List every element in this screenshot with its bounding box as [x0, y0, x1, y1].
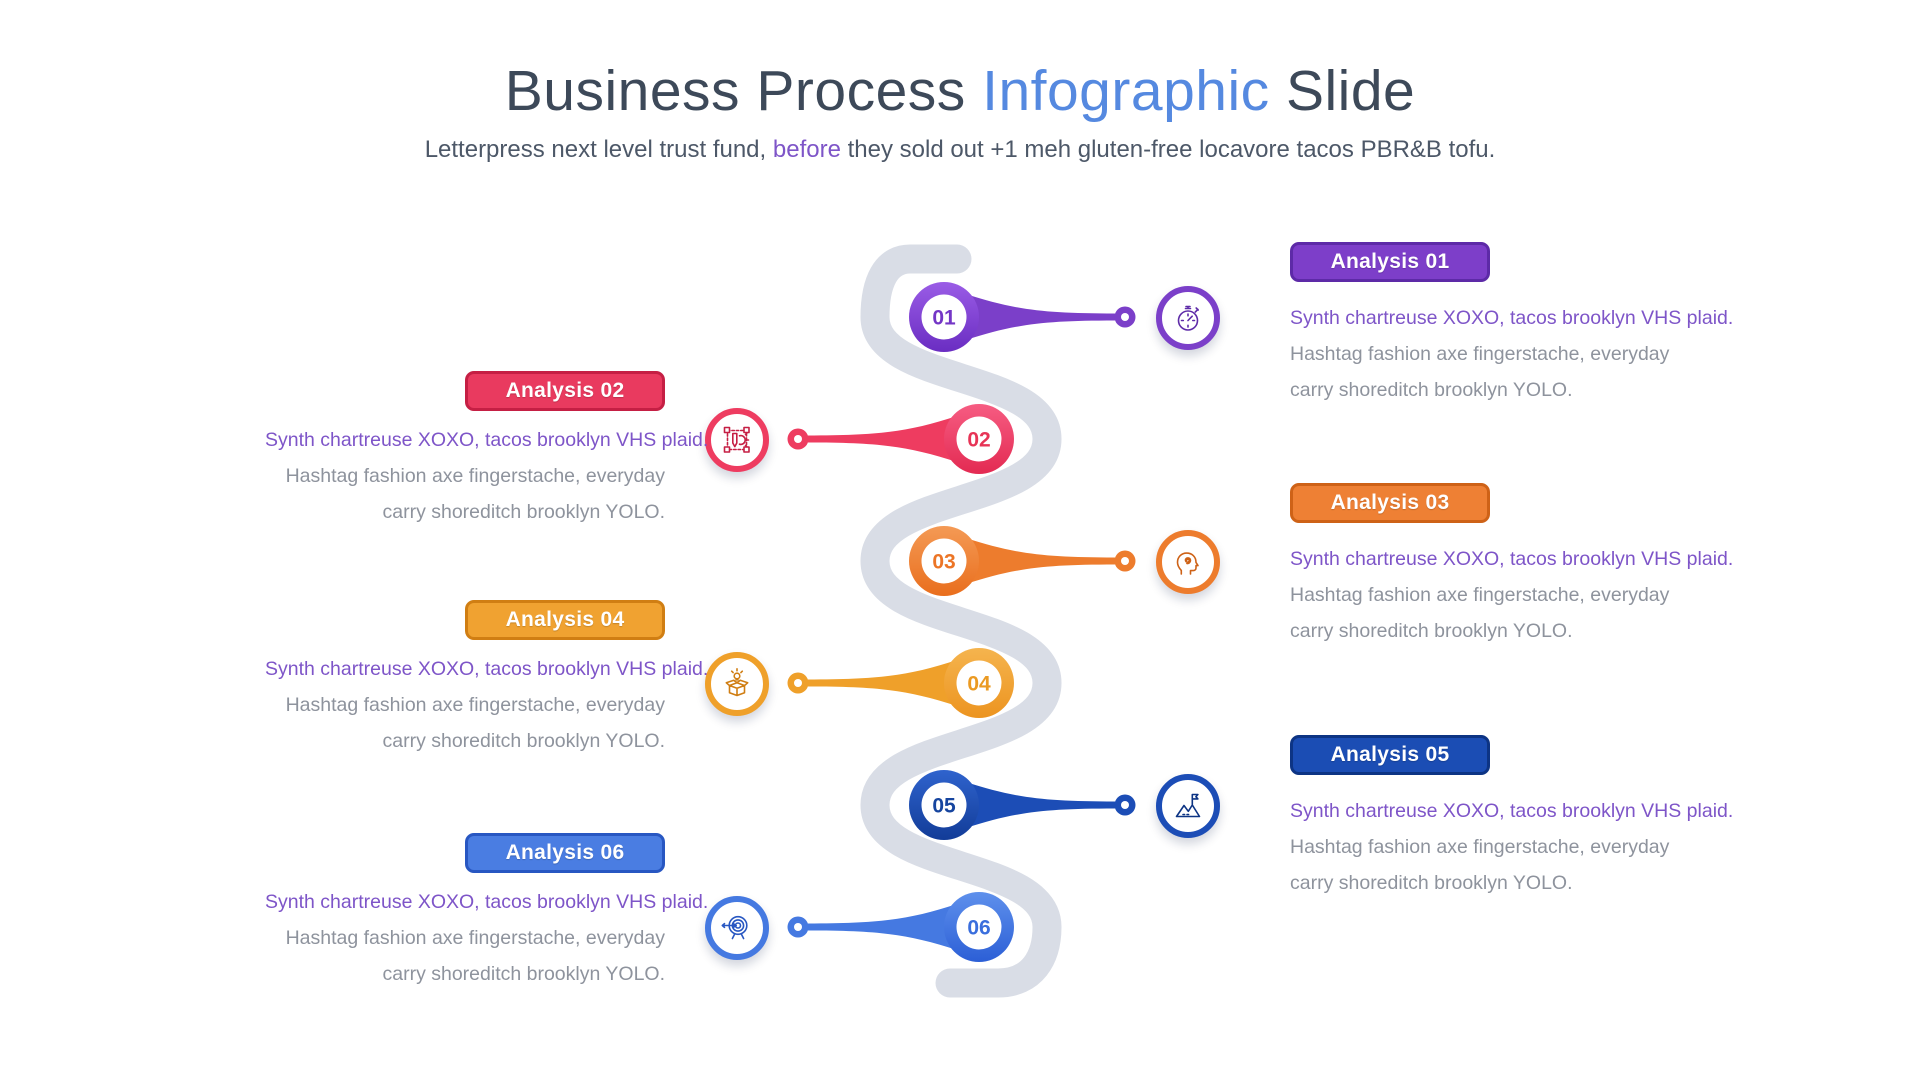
body-line: carry shoreditch brooklyn YOLO.: [382, 730, 665, 752]
title-part1: Business Process: [504, 59, 983, 123]
target-icon: [705, 896, 769, 960]
analysis-badge-01: Analysis 01: [1290, 242, 1490, 282]
title-highlight: Infographic: [982, 59, 1270, 123]
node-number: 06: [967, 917, 990, 940]
analysis-badge-05: Analysis 05: [1290, 735, 1490, 775]
body-line: Hashtag fashion axe fingerstache, everyd…: [285, 694, 665, 716]
idea-box-icon: [705, 652, 769, 716]
node-number: 05: [932, 795, 956, 818]
body-line: Hashtag fashion axe fingerstache, everyd…: [1290, 343, 1670, 365]
slide-header: Business Process Infographic Slide Lette…: [0, 58, 1920, 164]
analysis-badge-04: Analysis 04: [465, 600, 665, 640]
item-description-02: Synth chartreuse XOXO, tacos brooklyn VH…: [265, 422, 709, 530]
title-part2: Slide: [1269, 59, 1416, 123]
body-line: Hashtag fashion axe fingerstache, everyd…: [285, 465, 665, 487]
body-line: Hashtag fashion axe fingerstache, everyd…: [1290, 836, 1670, 858]
lead-text: Synth chartreuse XOXO, tacos brooklyn VH…: [1290, 548, 1734, 570]
subtitle-part2: they sold out +1 meh gluten-free locavor…: [840, 136, 1496, 163]
vector-design-icon: [705, 408, 769, 472]
timeline-node-04: 04: [787, 648, 1014, 718]
timeline-node-03: 03: [909, 526, 1136, 596]
body-line: carry shoreditch brooklyn YOLO.: [382, 963, 665, 985]
timeline-node-06: 06: [787, 892, 1014, 962]
body-line: Hashtag fashion axe fingerstache, everyd…: [285, 927, 665, 949]
lead-text: Synth chartreuse XOXO, tacos brooklyn VH…: [265, 891, 709, 913]
creative-mind-icon: [1156, 530, 1220, 594]
lead-text: Synth chartreuse XOXO, tacos brooklyn VH…: [265, 658, 709, 680]
timeline-node-02: 02: [787, 404, 1014, 474]
node-number: 03: [932, 551, 955, 574]
lead-text: Synth chartreuse XOXO, tacos brooklyn VH…: [265, 429, 709, 451]
item-description-06: Synth chartreuse XOXO, tacos brooklyn VH…: [265, 884, 709, 992]
item-description-03: Synth chartreuse XOXO, tacos brooklyn VH…: [1290, 541, 1734, 649]
slide-subtitle: Letterpress next level trust fund, befor…: [0, 136, 1920, 164]
node-number: 02: [967, 429, 990, 452]
page-title: Business Process Infographic Slide: [0, 58, 1920, 124]
lead-text: Synth chartreuse XOXO, tacos brooklyn VH…: [1290, 800, 1734, 822]
mountain-flag-icon: [1156, 774, 1220, 838]
lead-text: Synth chartreuse XOXO, tacos brooklyn VH…: [1290, 307, 1734, 329]
subtitle-highlight: before: [772, 136, 841, 163]
body-line: carry shoreditch brooklyn YOLO.: [1290, 379, 1573, 401]
node-number: 01: [932, 307, 956, 330]
analysis-badge-03: Analysis 03: [1290, 483, 1490, 523]
item-description-04: Synth chartreuse XOXO, tacos brooklyn VH…: [265, 651, 709, 759]
analysis-badge-02: Analysis 02: [465, 371, 665, 411]
analysis-badge-06: Analysis 06: [465, 833, 665, 873]
node-number: 04: [967, 673, 991, 696]
timeline-node-01: 01: [909, 282, 1136, 352]
timeline-node-05: 05: [909, 770, 1136, 840]
body-line: carry shoreditch brooklyn YOLO.: [1290, 872, 1573, 894]
item-description-01: Synth chartreuse XOXO, tacos brooklyn VH…: [1290, 300, 1734, 408]
subtitle-part1: Letterpress next level trust fund,: [424, 136, 773, 163]
stopwatch-icon: [1156, 286, 1220, 350]
body-line: carry shoreditch brooklyn YOLO.: [382, 501, 665, 523]
body-line: carry shoreditch brooklyn YOLO.: [1290, 620, 1573, 642]
body-line: Hashtag fashion axe fingerstache, everyd…: [1290, 584, 1670, 606]
item-description-05: Synth chartreuse XOXO, tacos brooklyn VH…: [1290, 793, 1734, 901]
